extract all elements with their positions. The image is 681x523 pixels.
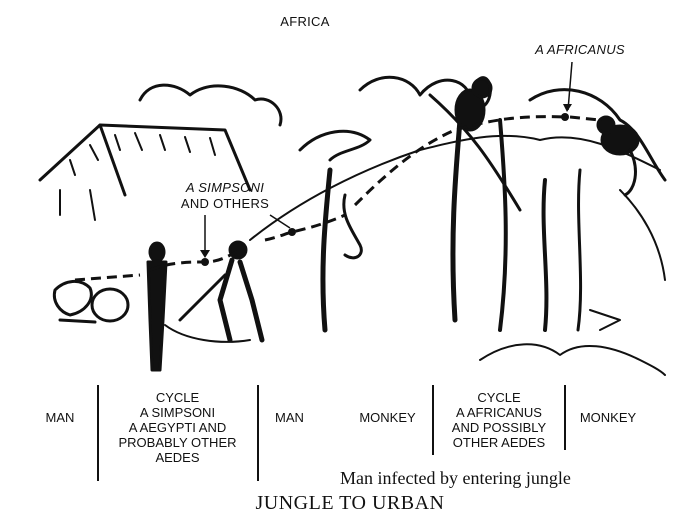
divider [564, 385, 566, 450]
vector-label-mid: A SIMPSONI AND OTHERS [165, 180, 285, 212]
cycle-jungle-line: AND POSSIBLY [436, 420, 562, 435]
caption: Man infected by entering jungle [340, 468, 670, 489]
label-pointers [205, 62, 572, 255]
figure-title: JUNGLE TO URBAN [230, 492, 470, 515]
vector-label-mid-line1: A SIMPSONI [165, 180, 285, 196]
vector-label-mid-line2: AND OTHERS [165, 196, 285, 212]
jungle-illustration [0, 0, 681, 380]
cycle-jungle-line: A AFRICANUS [436, 405, 562, 420]
cycle-urban-line: CYCLE [100, 390, 255, 405]
monkey-right [598, 117, 638, 195]
cycle-jungle-line: OTHER AEDES [436, 435, 562, 450]
cycle-jungle: CYCLE A AFRICANUS AND POSSIBLY OTHER AED… [436, 390, 562, 450]
col-monkey-1: MONKEY [345, 410, 430, 425]
divider [432, 385, 434, 455]
vector-label-top: A AFRICANUS [520, 42, 640, 57]
cycle-urban-line: AEDES [100, 450, 255, 465]
col-man-2: MAN [262, 410, 317, 425]
region-label: AFRICA [270, 14, 340, 29]
col-monkey-2: MONKEY [568, 410, 648, 425]
cycle-urban: CYCLE A SIMPSONI A AEGYPTI AND PROBABLY … [100, 390, 255, 465]
foreground-foliage [480, 344, 665, 375]
background-vegetation [140, 85, 281, 125]
col-man-1: MAN [30, 410, 90, 425]
cycle-urban-line: A SIMPSONI [100, 405, 255, 420]
reclining-man [54, 281, 128, 322]
divider [257, 385, 259, 481]
divider [97, 385, 99, 481]
standing-person [148, 243, 166, 370]
cycle-jungle-line: CYCLE [436, 390, 562, 405]
hoeing-man [165, 242, 262, 342]
cycle-urban-line: PROBABLY OTHER [100, 435, 255, 450]
cycle-urban-line: A AEGYPTI AND [100, 420, 255, 435]
